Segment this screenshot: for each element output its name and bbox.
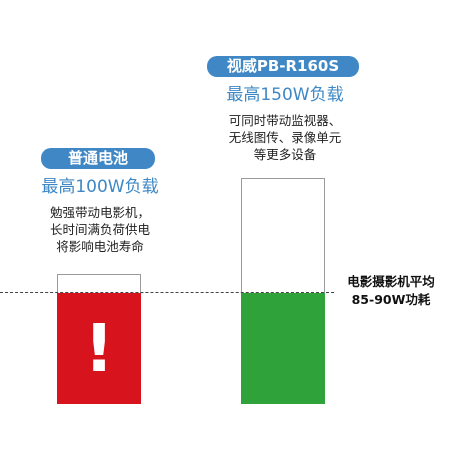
product-desc-line: 可同时带动监视器、	[228, 113, 342, 128]
ordinary-battery-desc-line: 勉强带动电影机，	[49, 205, 150, 220]
ordinary-battery-badge: 普通电池	[41, 148, 155, 169]
product-desc-line: 无线图传、录像单元	[228, 130, 342, 145]
ordinary-battery-max-load: 最高100W负载	[41, 177, 159, 197]
average-label-line1: 电影摄影机平均	[347, 274, 435, 289]
product-badge: 视威PB-R160S	[207, 56, 359, 77]
average-consumption-line	[0, 292, 334, 293]
average-consumption-label: 电影摄影机平均 85-90W功耗	[332, 273, 450, 309]
average-label-line2: 85-90W功耗	[351, 292, 431, 307]
product-load-fill	[241, 293, 325, 404]
product-desc-line: 等更多设备	[253, 147, 317, 162]
product-max-load: 最高150W负载	[226, 85, 344, 105]
ordinary-battery-description: 勉强带动电影机， 长时间满负荷供电 将影响电池寿命	[20, 204, 180, 255]
ordinary-battery-load-fill	[57, 293, 141, 404]
product-description: 可同时带动监视器、 无线图传、录像单元 等更多设备	[200, 112, 370, 163]
ordinary-battery-desc-line: 长时间满负荷供电	[49, 222, 150, 237]
warning-icon: !	[83, 310, 115, 387]
ordinary-battery-desc-line: 将影响电池寿命	[56, 239, 144, 254]
